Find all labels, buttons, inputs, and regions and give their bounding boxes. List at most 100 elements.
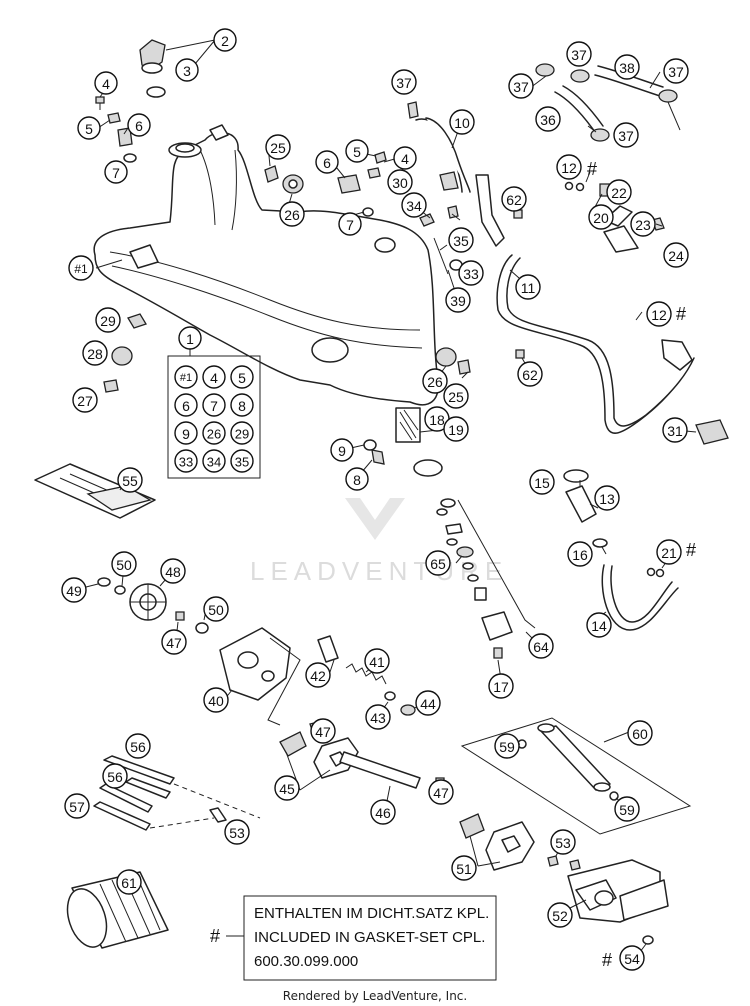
- pump-housing: [219, 627, 301, 726]
- callout-label: 43: [370, 710, 386, 726]
- callout-49: 49: [61, 577, 87, 603]
- callout-label: 59: [499, 739, 515, 755]
- hash-marker-12-mid: #: [676, 304, 686, 324]
- kit-item-7: 7: [202, 393, 226, 417]
- callout-24: 24: [663, 242, 689, 268]
- callout-42: 42: [305, 662, 331, 688]
- gasket-note: # ENTHALTEN IM DICHT.SATZ KPL. INCLUDED …: [210, 895, 497, 981]
- callout-label: 26: [284, 207, 300, 223]
- callout-label: 20: [593, 210, 609, 226]
- screen-55: [34, 463, 156, 519]
- screws-left-top: [95, 96, 137, 163]
- callout-26: 26: [422, 368, 448, 394]
- callout-label: 38: [619, 60, 635, 76]
- callout-label: 13: [599, 491, 615, 507]
- callout-label: 19: [448, 422, 464, 438]
- callout-label: 51: [456, 861, 472, 877]
- callout-label: 7: [346, 217, 354, 233]
- callout-label: 44: [420, 696, 436, 712]
- callout-label: 1: [186, 331, 194, 347]
- note-line-2: INCLUDED IN GASKET-SET CPL.: [254, 929, 485, 946]
- callout-11: 11: [515, 274, 541, 300]
- callout-label: 25: [448, 389, 464, 405]
- callout-6: 6: [127, 113, 151, 137]
- callout-27: 27: [72, 387, 98, 413]
- callout-47: 47: [428, 779, 454, 805]
- callout-8: 8: [345, 467, 369, 491]
- callout-label: 23: [635, 217, 651, 233]
- callout-label: 6: [135, 118, 143, 134]
- callout-label: 45: [279, 781, 295, 797]
- vent-clamps: [535, 63, 678, 142]
- callout-label: 17: [493, 679, 509, 695]
- callout-label: 35: [453, 233, 469, 249]
- callout-label: 60: [632, 726, 648, 742]
- callout-12: 12: [646, 301, 672, 327]
- callout-51: 51: [451, 855, 477, 881]
- kit-item-34: 34: [202, 449, 226, 473]
- callout-47: 47: [310, 718, 336, 744]
- callout-label: 12: [561, 160, 577, 176]
- fuel-hose-11: [496, 254, 695, 434]
- oil-sieve: [395, 407, 443, 477]
- kit-item-4: 4: [202, 365, 226, 389]
- callout-65: 65: [425, 550, 451, 576]
- callout-25: 25: [443, 383, 469, 409]
- relief-valve: [317, 635, 416, 716]
- callout-39: 39: [445, 287, 471, 313]
- oil-filter-61: [66, 871, 169, 949]
- hash-markers: # # # #: [587, 159, 696, 970]
- callout-15: 15: [529, 469, 555, 495]
- callout-label: 15: [534, 475, 550, 491]
- bolts-left: [93, 755, 261, 831]
- callout-10: 10: [449, 109, 475, 135]
- callout-label: 62: [522, 367, 538, 383]
- callout-38: 38: [614, 54, 640, 80]
- callout-label: 37: [571, 47, 587, 63]
- callout-label: 50: [208, 602, 224, 618]
- pump-gear: [97, 577, 209, 634]
- svg-text:8: 8: [238, 398, 246, 414]
- callout-21: 21: [656, 539, 682, 565]
- callout-label: 56: [107, 769, 123, 785]
- callout-19: 19: [443, 416, 469, 442]
- fuel-tank: [93, 124, 439, 406]
- callout-62: 62: [517, 361, 543, 387]
- kit-item-26: 26: [202, 421, 226, 445]
- callout-label: 34: [406, 198, 422, 214]
- callout-50: 50: [111, 551, 137, 577]
- callout-label: 18: [429, 412, 445, 428]
- callout-46: 46: [370, 799, 396, 825]
- callout-label: 46: [375, 805, 391, 821]
- callout-35: 35: [448, 227, 474, 253]
- callout-53: 53: [224, 819, 250, 845]
- callout-6: 6: [315, 150, 339, 174]
- svg-text:35: 35: [235, 455, 249, 470]
- callout-hash1: #1: [68, 255, 94, 281]
- callout-52: 52: [547, 902, 573, 928]
- callout-label: 37: [668, 64, 684, 80]
- callout-37: 37: [508, 73, 534, 99]
- note-hash-marker: #: [210, 926, 220, 946]
- callout-26: 26: [279, 201, 305, 227]
- kit-item-9: 9: [174, 421, 198, 445]
- callout-label: 4: [401, 151, 409, 167]
- callout-label: 30: [392, 175, 408, 191]
- callout-label: 37: [513, 79, 529, 95]
- callout-56: 56: [125, 733, 151, 759]
- callout-33: 33: [458, 260, 484, 286]
- hash-marker-54: #: [602, 950, 612, 970]
- callout-label: 12: [651, 307, 667, 323]
- callout-12: 12: [556, 154, 582, 180]
- vent-fittings: [337, 151, 387, 217]
- callout-61: 61: [116, 869, 142, 895]
- connector-31: [695, 419, 729, 445]
- callout-54: 54: [619, 945, 645, 971]
- callout-43: 43: [365, 704, 391, 730]
- callout-label: 7: [112, 165, 120, 181]
- callout-label: 2: [221, 33, 229, 49]
- watermark: LEADVENTURE: [250, 498, 502, 586]
